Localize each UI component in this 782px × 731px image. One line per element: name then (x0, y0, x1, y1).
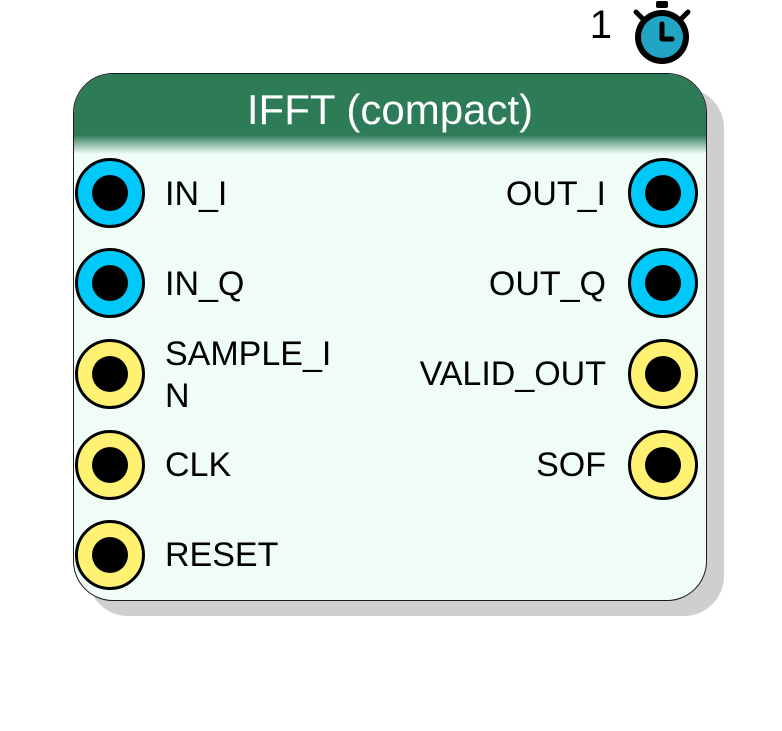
port-socket (92, 537, 128, 573)
port-label-clk: CLK (165, 446, 232, 484)
ifft-block[interactable]: IFFT (compact) (73, 73, 707, 601)
port-label-reset: RESET (165, 536, 279, 574)
port-label-in-i: IN_I (165, 175, 228, 213)
clock-count: 1 (589, 3, 612, 47)
port-label-out-q: OUT_Q (488, 265, 606, 303)
port-socket (92, 447, 128, 483)
port-socket (92, 175, 128, 211)
port-out-q[interactable] (628, 248, 698, 318)
port-label-out-i: OUT_I (505, 175, 606, 213)
stopwatch-icon[interactable] (628, 0, 696, 68)
port-valid-out[interactable] (628, 339, 698, 409)
port-in-q[interactable] (75, 248, 145, 318)
port-label-sample-in: SAMPLE_IN (165, 335, 332, 415)
port-label-sof: SOF (536, 446, 606, 484)
port-socket (645, 356, 681, 392)
port-in-i[interactable] (75, 158, 145, 228)
port-clk[interactable] (75, 430, 145, 500)
port-socket (92, 265, 128, 301)
port-socket (645, 175, 681, 211)
port-label-valid-out: VALID_OUT (419, 355, 606, 393)
port-sof[interactable] (628, 430, 698, 500)
port-reset[interactable] (75, 520, 145, 590)
port-sample-in[interactable] (75, 339, 145, 409)
block-title: IFFT (compact) (246, 86, 534, 133)
port-socket (645, 447, 681, 483)
port-out-i[interactable] (628, 158, 698, 228)
port-socket (645, 265, 681, 301)
block-header: IFFT (compact) (74, 74, 706, 154)
port-label-in-q: IN_Q (165, 265, 245, 303)
port-socket (92, 356, 128, 392)
